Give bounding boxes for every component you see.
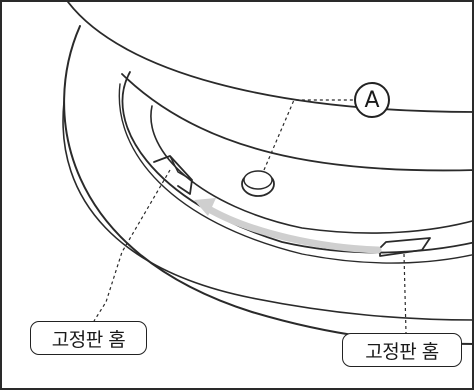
callout-right-label: 고정판 홈 <box>365 340 439 363</box>
leader-line-left <box>93 169 171 322</box>
inner-ring-step <box>118 83 474 264</box>
base-outer-rim <box>62 101 474 321</box>
callout-left-label: 고정판 홈 <box>51 328 126 351</box>
inner-ring-inner <box>150 105 474 234</box>
rotation-arrowhead <box>194 198 216 216</box>
right-plate-slot <box>379 237 431 257</box>
knob-a-top <box>243 170 273 190</box>
callout-right-fixing-plate-groove: 고정판 홈 <box>342 333 462 367</box>
rotation-arrow <box>203 204 382 254</box>
left-plate-slot-edge <box>169 155 193 181</box>
dome-outline <box>67 2 474 113</box>
marker-a-letter: A <box>364 87 380 113</box>
leader-line-a <box>263 99 354 171</box>
callout-left-fixing-plate-groove: 고정판 홈 <box>30 321 147 355</box>
leader-line-right <box>403 253 407 334</box>
marker-a-badge: A <box>354 82 390 118</box>
dome-rim <box>121 73 474 172</box>
